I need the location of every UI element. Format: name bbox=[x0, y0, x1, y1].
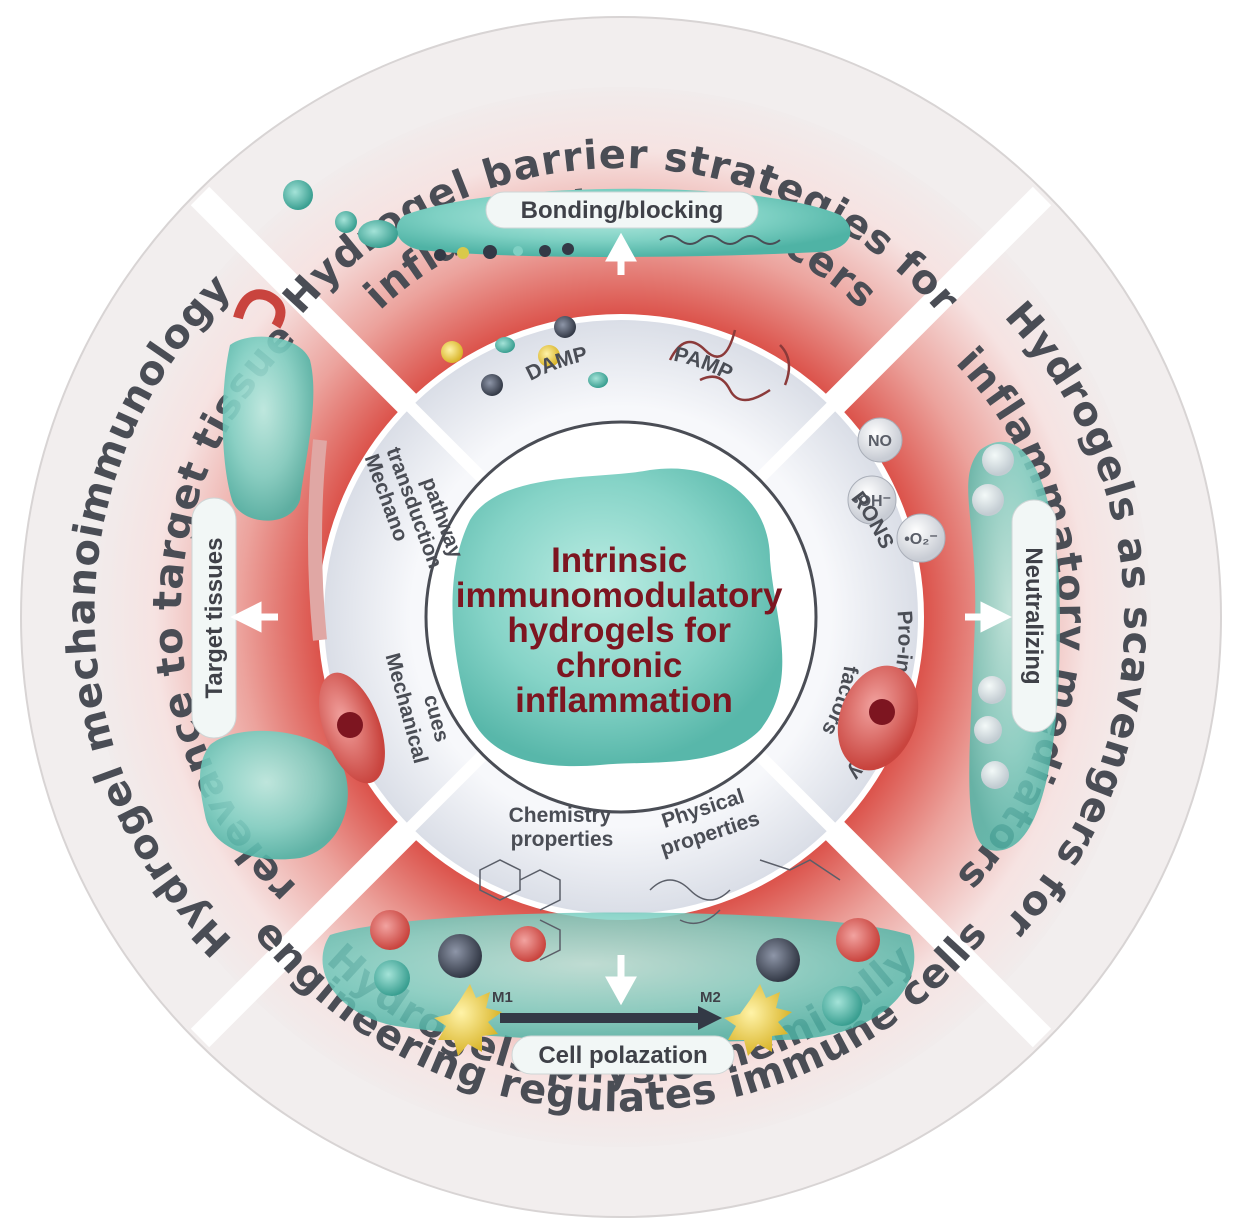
label-chemistry-2: properties bbox=[511, 828, 614, 851]
center-title: Intrinsic immunomodulatory hydrogels for… bbox=[456, 541, 792, 720]
cell-nucleus bbox=[337, 712, 363, 738]
arrow-m1-to-m2-icon bbox=[698, 1006, 722, 1030]
label-m2: M2 bbox=[700, 989, 721, 1006]
arrow-up-icon bbox=[605, 232, 637, 275]
chem-oh: •OH⁻ bbox=[853, 493, 891, 510]
pill-cell-polazation-label: Cell polazation bbox=[538, 1042, 707, 1069]
pill-bonding-blocking bbox=[485, 191, 759, 229]
particle bbox=[358, 220, 398, 248]
chem-o2: •O₂⁻ bbox=[904, 531, 938, 548]
immune-cell bbox=[438, 934, 482, 978]
magnet-icon bbox=[233, 289, 286, 329]
arrow-down-icon bbox=[605, 955, 637, 1006]
immune-cell bbox=[836, 918, 880, 962]
arrow-left-icon bbox=[230, 601, 278, 633]
chem-no: NO bbox=[868, 433, 892, 450]
inner-top-particles bbox=[441, 316, 791, 402]
dna-strands-icon bbox=[668, 329, 791, 402]
pill-neutralizing bbox=[1011, 499, 1057, 733]
immune-cell bbox=[822, 986, 862, 1026]
rons-chemicals bbox=[847, 417, 946, 563]
left-hydrogel-blocks bbox=[200, 289, 348, 860]
label-chemistry-1: Chemistry bbox=[509, 804, 612, 827]
pill-neutralizing-label: Neutralizing bbox=[1020, 547, 1047, 684]
pill-target-tissues-label: Target tissues bbox=[201, 538, 228, 699]
immune-cell bbox=[370, 910, 410, 950]
pill-cell-polazation bbox=[511, 1035, 735, 1075]
molecular-structure-icon bbox=[479, 859, 841, 961]
immune-cell bbox=[374, 960, 410, 996]
immune-cell bbox=[756, 938, 800, 982]
particle bbox=[335, 211, 357, 233]
particle bbox=[283, 180, 313, 210]
macrophage-m2-icon bbox=[724, 984, 792, 1056]
cell-nucleus bbox=[869, 699, 895, 725]
pill-bonding-blocking-label: Bonding/blocking bbox=[521, 197, 724, 224]
immune-cell bbox=[510, 926, 546, 962]
arrow-right-icon bbox=[965, 601, 1012, 633]
cell-membrane-icon bbox=[308, 439, 327, 641]
macrophage-m1-icon bbox=[434, 984, 502, 1056]
central-hydrogel-blob bbox=[452, 468, 783, 767]
label-m1: M1 bbox=[492, 989, 513, 1006]
